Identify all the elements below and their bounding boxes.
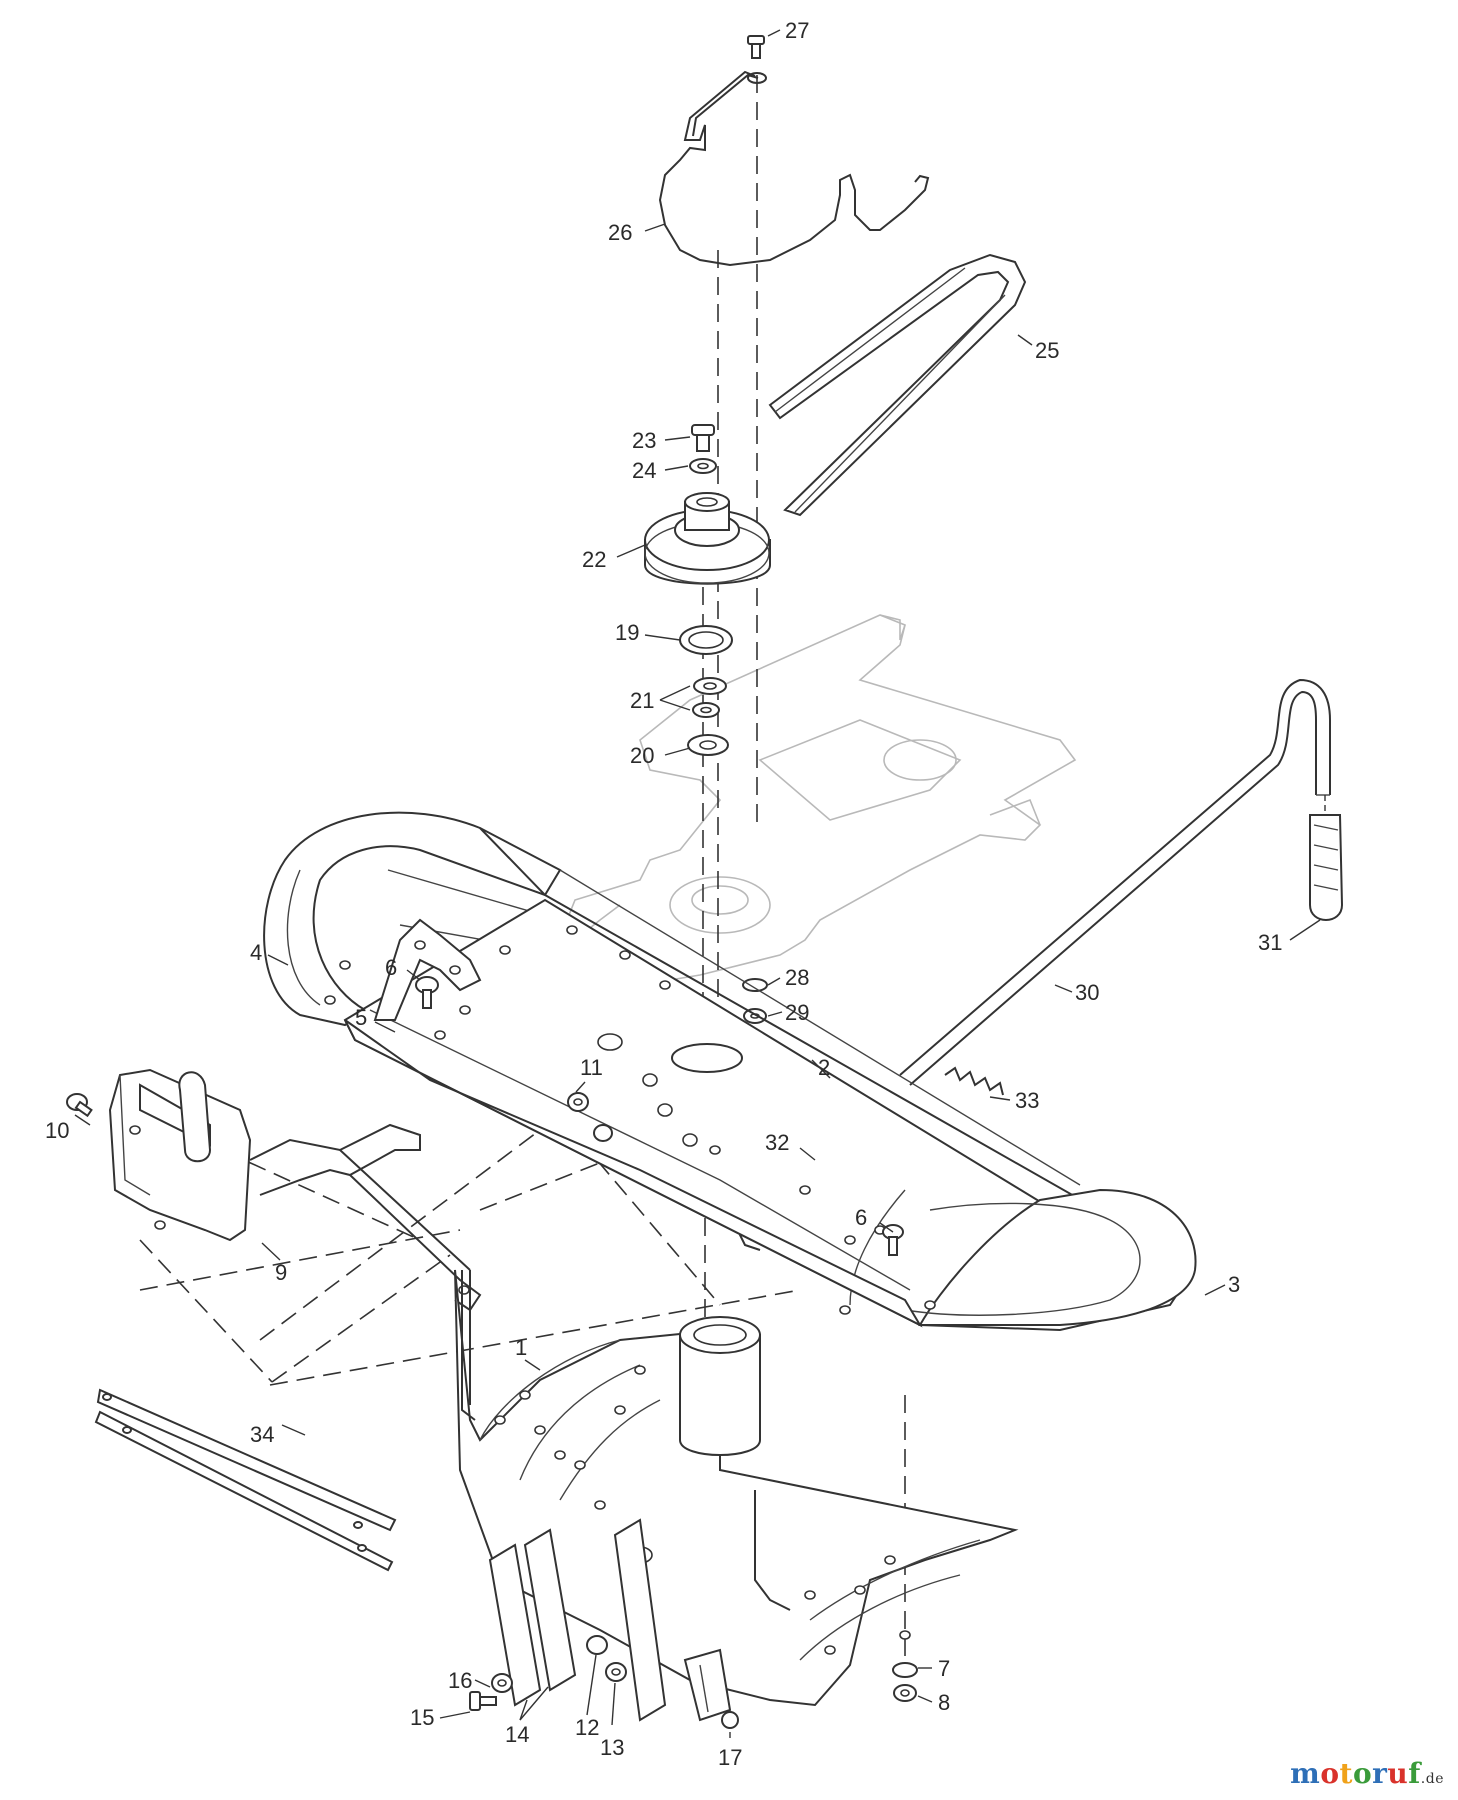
watermark-letter: u xyxy=(1387,1757,1409,1790)
retaining-ring-19 xyxy=(679,625,733,655)
plates-14 xyxy=(488,1518,732,1722)
washer-24 xyxy=(689,458,717,474)
mount-bracket-9 xyxy=(108,1068,482,1312)
bolt-15 xyxy=(469,1691,497,1711)
callout-9: 9 xyxy=(275,1260,287,1285)
callout-30: 30 xyxy=(1075,980,1099,1005)
stud-6-left xyxy=(415,976,439,1009)
nut-8 xyxy=(893,1684,917,1702)
washer-28 xyxy=(742,978,768,992)
pulley-22 xyxy=(644,492,771,585)
callout-5: 5 xyxy=(355,1005,367,1030)
callouts: 27 26 25 23 24 22 19 21 20 4 6 5 28 29 3… xyxy=(45,18,1282,1770)
watermark-letter: f xyxy=(1408,1757,1421,1790)
bolt-10 xyxy=(66,1093,93,1118)
callout-20: 20 xyxy=(630,743,654,768)
callout-23: 23 xyxy=(632,428,656,453)
watermark-suffix: .de xyxy=(1420,1771,1444,1787)
washer-7 xyxy=(892,1662,918,1678)
callout-19: 19 xyxy=(615,620,639,645)
ghost-frame xyxy=(564,614,1077,986)
bolt-27 xyxy=(747,35,765,59)
callout-3: 3 xyxy=(1228,1272,1240,1297)
callout-8: 8 xyxy=(938,1690,950,1715)
callout-14: 14 xyxy=(505,1722,529,1747)
handle-grip-31 xyxy=(1309,795,1344,921)
chute-base-1 xyxy=(454,1269,1019,1707)
callout-33: 33 xyxy=(1015,1088,1039,1113)
callout-28: 28 xyxy=(785,965,809,990)
callout-31: 31 xyxy=(1258,930,1282,955)
watermark-letter: r xyxy=(1372,1757,1388,1790)
spring-33 xyxy=(944,1066,1004,1096)
watermark-letter: t xyxy=(1339,1757,1353,1790)
callout-29: 29 xyxy=(785,1000,809,1025)
callout-32: 32 xyxy=(765,1130,789,1155)
callout-1: 1 xyxy=(515,1335,527,1360)
callout-15: 15 xyxy=(410,1705,434,1730)
callout-16: 16 xyxy=(448,1668,472,1693)
watermark-letter: o xyxy=(1320,1757,1340,1790)
callout-13: 13 xyxy=(600,1735,624,1760)
bolt-23 xyxy=(691,424,715,452)
bearing-21 xyxy=(692,677,727,718)
washer-12 xyxy=(586,1635,608,1655)
watermark-letter: m xyxy=(1290,1757,1321,1790)
callout-24: 24 xyxy=(632,458,656,483)
washer-11 xyxy=(567,1092,613,1142)
callout-4: 4 xyxy=(250,940,262,965)
callout-2: 2 xyxy=(818,1055,830,1080)
callout-34: 34 xyxy=(250,1422,274,1447)
callout-7: 7 xyxy=(938,1656,950,1681)
callout-6-left: 6 xyxy=(385,955,397,980)
callout-25: 25 xyxy=(1035,338,1059,363)
callout-27: 27 xyxy=(785,18,809,43)
watermark-logo: motoruf.de xyxy=(1290,1757,1444,1790)
bracket-5 xyxy=(373,918,482,1021)
callout-21: 21 xyxy=(630,688,654,713)
bearing-20 xyxy=(687,734,729,756)
deflector-rod-34 xyxy=(94,1388,397,1572)
watermark-letters: motoruf xyxy=(1290,1757,1421,1790)
callout-26: 26 xyxy=(608,220,632,245)
callout-22: 22 xyxy=(582,547,606,572)
nut-13 xyxy=(605,1662,627,1682)
watermark-letter: o xyxy=(1352,1757,1373,1790)
drive-belt-25 xyxy=(768,253,1027,517)
callout-6-right: 6 xyxy=(855,1205,867,1230)
wire-bracket-26 xyxy=(658,70,930,267)
nut-29 xyxy=(743,1008,767,1024)
callout-12: 12 xyxy=(575,1715,599,1740)
washer-16 xyxy=(491,1673,513,1693)
chute-handle-30 xyxy=(899,678,1331,1086)
callout-11: 11 xyxy=(580,1055,603,1080)
leader-lines xyxy=(74,29,1321,1738)
callout-10: 10 xyxy=(45,1118,69,1143)
nut-17 xyxy=(721,1711,739,1729)
auger-housing-2 xyxy=(263,811,1197,1332)
callout-17: 17 xyxy=(718,1745,742,1770)
